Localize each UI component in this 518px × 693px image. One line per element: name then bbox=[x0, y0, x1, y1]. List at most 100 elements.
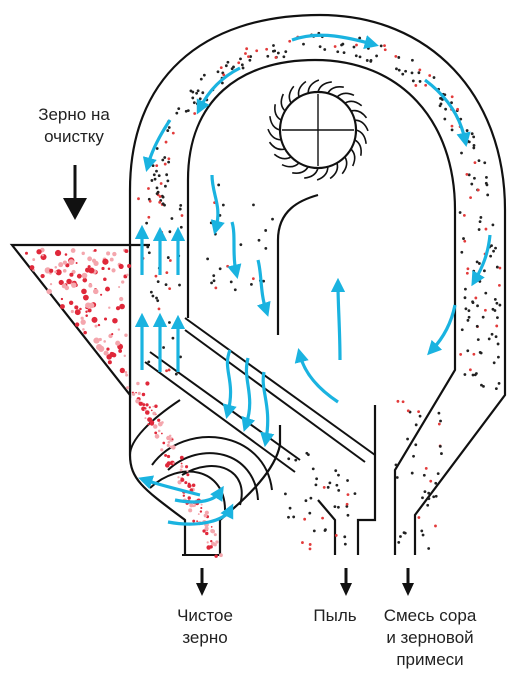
dust-particle bbox=[282, 55, 286, 59]
dust-particle bbox=[214, 286, 218, 290]
grain-particle bbox=[107, 360, 112, 365]
dust-particle bbox=[155, 186, 159, 190]
dust-particle bbox=[239, 243, 243, 247]
dust-particle bbox=[309, 496, 313, 500]
dust-particle bbox=[406, 437, 409, 441]
dust-particle bbox=[428, 74, 432, 77]
dust-particle bbox=[199, 77, 203, 81]
dust-particle bbox=[251, 277, 255, 281]
dust-particle bbox=[315, 477, 319, 481]
dust-particle bbox=[247, 55, 250, 59]
fan-blade bbox=[280, 93, 286, 112]
grain-particle bbox=[54, 266, 58, 269]
dust-particle bbox=[444, 107, 448, 111]
dust-particle bbox=[495, 324, 499, 328]
grain-particle bbox=[108, 306, 111, 309]
dust-particle bbox=[432, 76, 436, 79]
dust-particle bbox=[406, 409, 410, 413]
dust-particle bbox=[209, 221, 213, 225]
dust-particle bbox=[487, 337, 491, 341]
grain-particle bbox=[61, 283, 67, 289]
dust-particle bbox=[192, 101, 196, 105]
dust-particle bbox=[346, 479, 349, 482]
dust-particle bbox=[145, 221, 149, 225]
grain-particle bbox=[157, 418, 161, 422]
dust-particle bbox=[178, 283, 181, 287]
dust-particle bbox=[470, 132, 474, 136]
grain-particle bbox=[68, 300, 74, 305]
dust-particle bbox=[460, 250, 464, 254]
dust-particle bbox=[472, 135, 476, 139]
dust-particle bbox=[333, 505, 337, 509]
grain-particle bbox=[100, 293, 103, 296]
dust-particle bbox=[477, 228, 481, 231]
dust-particle bbox=[426, 503, 430, 507]
dust-label: Пыль bbox=[300, 605, 370, 627]
dust-particle bbox=[147, 215, 151, 219]
dust-particle bbox=[345, 502, 349, 506]
dust-particle bbox=[249, 55, 253, 58]
dust-particle bbox=[427, 491, 431, 495]
dust-particle bbox=[439, 419, 442, 423]
grain-particle bbox=[164, 453, 168, 457]
inner-partition bbox=[186, 58, 457, 555]
grain-particle bbox=[71, 269, 76, 274]
dust-particle bbox=[276, 51, 280, 55]
dust-particle bbox=[213, 232, 217, 236]
grain-particle bbox=[80, 316, 84, 320]
dust-particle bbox=[167, 126, 171, 129]
dust-particle bbox=[164, 184, 167, 188]
dust-particle bbox=[481, 315, 485, 319]
grain-particle bbox=[135, 398, 140, 404]
fan-blade bbox=[307, 79, 320, 94]
dust-particle bbox=[245, 47, 249, 51]
fan-blade bbox=[317, 81, 332, 93]
grain-particle bbox=[29, 265, 35, 270]
mixture-label: Смесь сора и зерновой примеси bbox=[365, 605, 495, 671]
grain-particle bbox=[125, 373, 129, 377]
dust-particle bbox=[137, 197, 140, 201]
clean-grain-label: Чистое зерно bbox=[150, 605, 260, 649]
dust-particle bbox=[166, 129, 170, 132]
grain-particle bbox=[162, 441, 166, 445]
dust-particle bbox=[311, 467, 315, 471]
grain-particle bbox=[161, 421, 164, 424]
grain-particle bbox=[97, 323, 101, 327]
dust-particle bbox=[180, 214, 184, 217]
dust-particle bbox=[167, 160, 171, 164]
grain-particle bbox=[44, 267, 51, 274]
grain-particle bbox=[80, 319, 86, 325]
dust-particle bbox=[466, 139, 470, 143]
dust-particle bbox=[475, 324, 479, 328]
dust-particle bbox=[439, 96, 442, 100]
grain-particle bbox=[85, 314, 88, 317]
grain-particle bbox=[79, 307, 82, 311]
grain-particle bbox=[74, 322, 80, 327]
dust-particle bbox=[288, 506, 292, 510]
dust-particle bbox=[151, 159, 155, 163]
dust-particle bbox=[218, 267, 222, 271]
dust-particle bbox=[366, 46, 370, 50]
grain-particle bbox=[87, 308, 92, 313]
dust-particle bbox=[421, 533, 425, 537]
dust-particle bbox=[244, 52, 247, 55]
grain-particle bbox=[83, 330, 87, 335]
grain-particle bbox=[93, 260, 99, 266]
grain-particle bbox=[169, 445, 173, 449]
dust-particle bbox=[308, 547, 312, 551]
dust-particle bbox=[210, 281, 213, 285]
dust-particle bbox=[492, 361, 496, 365]
dust-particle bbox=[312, 529, 316, 533]
grain-particle bbox=[210, 526, 213, 528]
grain-particle bbox=[81, 272, 88, 279]
grain-particle bbox=[85, 310, 88, 313]
grain-particle bbox=[106, 251, 111, 256]
dust-particle bbox=[346, 493, 350, 497]
grain-particle bbox=[59, 304, 65, 309]
grain-particle bbox=[112, 251, 117, 257]
dust-particle bbox=[224, 64, 228, 68]
dust-particle bbox=[497, 355, 500, 359]
grain-particle bbox=[88, 283, 93, 288]
dust-particle bbox=[337, 473, 340, 477]
fan-blade bbox=[288, 85, 295, 104]
